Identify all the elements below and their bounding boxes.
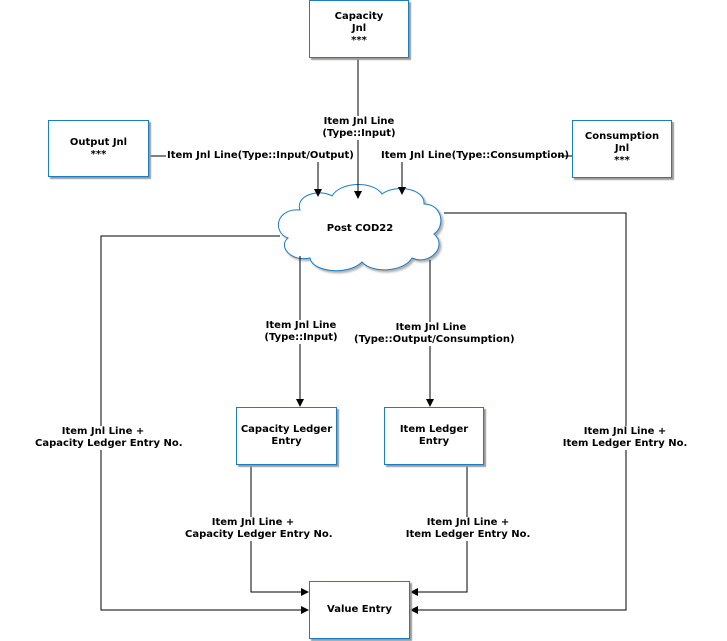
- edge-label-line: Item Jnl Line: [323, 116, 395, 127]
- output-jnl-line2: ***: [90, 148, 107, 160]
- edge-label-post-right-to-value: Item Jnl Line + Item Ledger Entry No.: [551, 426, 699, 450]
- edge-item-ledger-to-value: [410, 465, 468, 596]
- edge-post-left-to-value: [100, 235, 309, 614]
- capacity-jnl-line2: Jnl: [351, 23, 367, 34]
- edge-label-capacity-ledger-to-value: Item Jnl Line + Capacity Ledger Entry No…: [184, 517, 333, 541]
- edge-label-line: Item Ledger Entry No.: [562, 438, 688, 449]
- edge-output-to-post: [149, 155, 322, 197]
- output-jnl-line1: Output Jnl: [69, 136, 128, 148]
- value-entry-node: Value Entry: [309, 581, 410, 639]
- consumption-jnl-line2: Jnl: [614, 143, 630, 154]
- edge-label-item-ledger-to-value: Item Jnl Line + Item Ledger Entry No.: [394, 517, 542, 541]
- consumption-jnl-line3: ***: [614, 155, 630, 166]
- edge-label-post-to-capacity-ledger: Item Jnl Line (Type::Input): [262, 320, 340, 344]
- edge-label-line: Item Jnl Line +: [61, 426, 145, 437]
- edge-label-line: Item Jnl Line +: [426, 517, 510, 528]
- edge-label-output-to-post: Item Jnl Line(Type::Input/Output): [166, 150, 354, 162]
- edge-label-line: Capacity Ledger Entry No.: [185, 529, 333, 540]
- value-entry-label: Value Entry: [327, 604, 392, 615]
- capacity-jnl-line3: ***: [351, 35, 367, 46]
- edge-label-line: Item Jnl Line: [395, 322, 467, 333]
- edge-label-line: Item Jnl Line +: [583, 426, 667, 437]
- capacity-jnl-line1: Capacity: [334, 11, 384, 22]
- post-cod22-label: Post COD22: [326, 223, 394, 234]
- item-ledger-entry-line2: Entry: [418, 436, 450, 447]
- consumption-jnl-node: Consumption Jnl ***: [572, 120, 672, 178]
- capacity-jnl-node: Capacity Jnl ***: [309, 0, 409, 58]
- edge-label-line: (Type::Output/Consumption): [354, 334, 515, 345]
- edge-label-line: Capacity Ledger Entry No.: [35, 438, 183, 449]
- edge-label-line: Item Jnl Line(Type::Consumption): [381, 150, 570, 161]
- edge-label-line: Item Jnl Line: [265, 320, 337, 331]
- item-ledger-entry-line1: Item Ledger: [399, 424, 469, 435]
- consumption-jnl-line1: Consumption: [584, 131, 660, 142]
- edge-label-consumption-to-post: Item Jnl Line(Type::Consumption): [380, 150, 570, 162]
- edge-capacity-ledger-to-value: [250, 465, 309, 596]
- edge-label-line: Item Jnl Line(Type::Input/Output): [167, 150, 354, 161]
- capacity-ledger-entry-node: Capacity Ledger Entry: [236, 407, 337, 465]
- capacity-ledger-entry-line2: Entry: [271, 436, 302, 447]
- edge-label-post-left-to-value: Item Jnl Line + Capacity Ledger Entry No…: [34, 426, 183, 450]
- edge-label-line: Item Jnl Line +: [211, 517, 295, 528]
- edge-label-line: (Type::Input): [264, 332, 338, 343]
- item-ledger-entry-node: Item Ledger Entry: [384, 407, 484, 465]
- edge-post-right-to-value: [410, 212, 627, 614]
- edge-label-line: (Type::Input): [322, 128, 396, 139]
- capacity-ledger-entry-line1: Capacity Ledger: [240, 424, 333, 435]
- output-jnl-node: Output Jnl ***: [48, 120, 149, 177]
- post-cloud: [278, 183, 442, 272]
- edge-label-capacity-to-post: Item Jnl Line (Type::Input): [318, 116, 400, 140]
- edge-label-line: Item Ledger Entry No.: [405, 529, 531, 540]
- edge-label-post-to-item-ledger: Item Jnl Line (Type::Output/Consumption): [353, 322, 515, 346]
